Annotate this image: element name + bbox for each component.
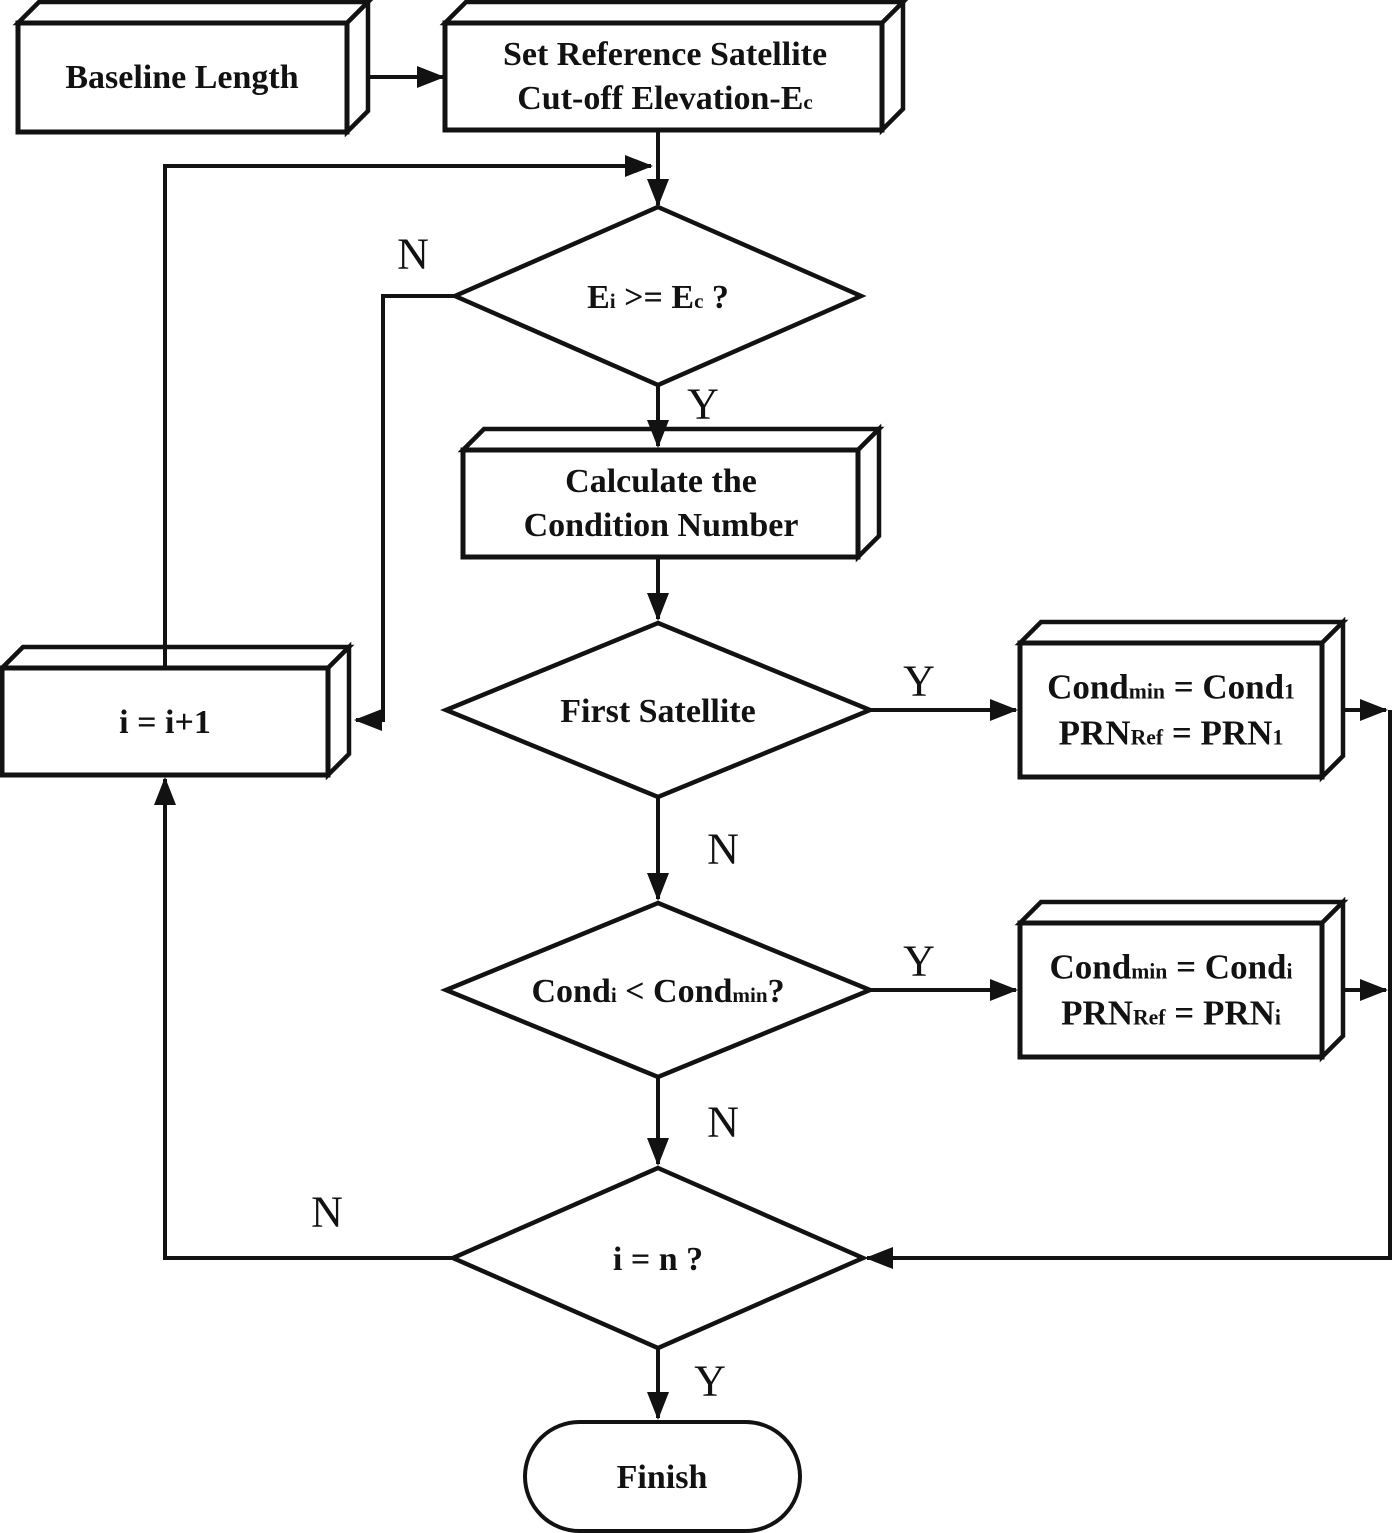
edge-label-elevation-yes: Y (687, 379, 719, 429)
elevation-check-label: Ei >= Ec ? (587, 278, 729, 316)
terminator-finish (523, 1420, 802, 1533)
edge-label-cond-yes: Y (903, 936, 935, 986)
update-minimum-label: Condmin = Condi PRNRef = PRNi (1049, 945, 1292, 1036)
increment-label: i = i+1 (119, 703, 211, 741)
set-reference-label: Set Reference Satellite Cut-off Elevatio… (503, 33, 827, 121)
init-minimum-line1: Condmin = Cond1 (1047, 667, 1295, 707)
process-box-calculate-condition-number (457, 423, 885, 563)
loop-check-label: i = n ? (612, 1240, 704, 1278)
finish-label: Finish (616, 1458, 708, 1496)
edge-label-cond-no: N (707, 1097, 739, 1147)
calculate-condition-line2: Condition Number (523, 507, 799, 544)
process-box-update-minimum (1014, 896, 1349, 1063)
connector-loopcheck-no (154, 777, 453, 1260)
process-box-set-reference-cutoff (439, 0, 909, 136)
update-minimum-line1: Condmin = Condi (1049, 947, 1293, 987)
process-box-baseline-length (12, 0, 374, 138)
process-box-init-minimum (1014, 616, 1349, 783)
init-minimum-label: Condmin = Cond1 PRNRef = PRN1 (1047, 665, 1295, 756)
process-box-increment-i (0, 641, 355, 781)
edge-label-first-no: N (707, 824, 739, 874)
calculate-condition-line1: Calculate the (565, 462, 757, 500)
connector-layer (154, 66, 1392, 1420)
connector-elevcheck-no (354, 294, 455, 731)
calculate-condition-label: Calculate the Condition Number (524, 460, 799, 548)
first-satellite-label: First Satellite (560, 692, 756, 730)
set-reference-line1: Set Reference Satellite (502, 35, 828, 73)
baseline-length-label: Baseline Length (65, 58, 299, 96)
init-minimum-line2: PRNRef = PRN1 (1058, 713, 1284, 752)
edge-label-first-yes: Y (903, 656, 935, 706)
update-minimum-line2: PRNRef = PRNi (1061, 993, 1281, 1032)
edge-label-loop-no: N (311, 1187, 343, 1237)
condition-compare-label: Condi < Condmin? (531, 972, 785, 1010)
edge-label-elevation-no: N (397, 229, 429, 279)
shape-layer (0, 0, 1349, 1533)
connector-increment-loopback (163, 155, 653, 668)
edge-label-loop-yes: Y (694, 1356, 726, 1406)
connector-collector-to-loopcheck (865, 710, 1392, 1269)
set-reference-line2: Cut-off Elevation-Ec (517, 80, 813, 117)
